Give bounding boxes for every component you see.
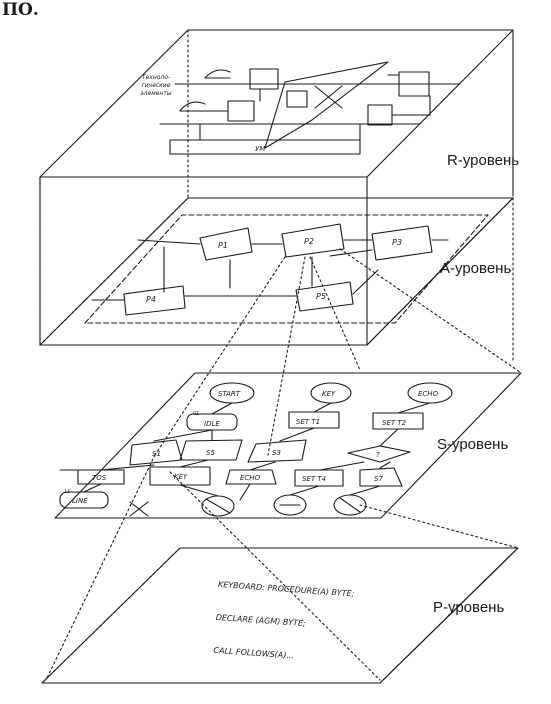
line-num: 11 [64,489,70,495]
tech-elements-label: Техноло- гические элементы [136,74,176,98]
r-level-box [39,29,514,346]
echo2-node: ECHO [240,474,261,482]
process-p5: P5 [316,292,326,301]
process-p2: P2 [304,237,314,246]
bus-label: УМ [255,145,265,153]
a-level-labels: P1 P2 P3 P4 P5 [146,237,402,304]
start-node: START [218,390,241,398]
s7-node: S7 [374,475,383,483]
p-level-pyramid [41,547,519,684]
s5-node: S5 [206,449,215,457]
s-level-plane [54,372,522,519]
process-p1: P1 [218,241,228,250]
s1-node: S1 [152,450,161,458]
p-level-label: P-уровень [433,599,505,616]
set-t1-node: SET T1 [296,418,320,426]
process-p3: P3 [392,238,402,247]
s3-node: S3 [272,449,281,457]
question-node: ? [376,451,380,459]
r-level-labels: УМ [255,145,265,153]
code-line-1: KEYBOARD: PROCEDURE(A) BYTE; [217,579,355,599]
echo-node: ECHO [418,390,439,398]
tech-label-line2: элементы [140,90,172,97]
idle-num: 01 [193,411,199,417]
set-t2-node: SET T2 [382,419,407,427]
key2-node: KEY [174,473,188,481]
r-level-label: R-уровень [447,152,520,169]
code-line-3: CALL FOLLOWS(A)... [213,645,295,661]
code-line-2: DECLARE (AGM) BYTE; [215,612,306,629]
s-level-labels: START KEY ECHO 01 IDLE SET T1 SET T2 S1 … [64,390,439,505]
r-level-circuit [159,61,461,155]
idle-node: IDLE [204,420,220,428]
s-level-label: S-уровень [437,436,509,453]
key-node: KEY [322,390,336,398]
tos-node: TOS [92,474,107,482]
connector-lines [39,176,521,681]
a-level-processes [91,223,449,316]
set-t4-node: SET T4 [302,475,326,483]
process-p4: P4 [146,295,156,304]
a-level-label: A-уровень [440,260,512,277]
tech-label-line1: Техноло- гические [141,74,171,89]
line-node: LINE [72,497,88,505]
header-text: ПО. [2,0,39,20]
s-level-flowchart [59,382,453,517]
p-level-code: KEYBOARD: PROCEDURE(A) BYTE; DECLARE (AG… [212,557,356,676]
